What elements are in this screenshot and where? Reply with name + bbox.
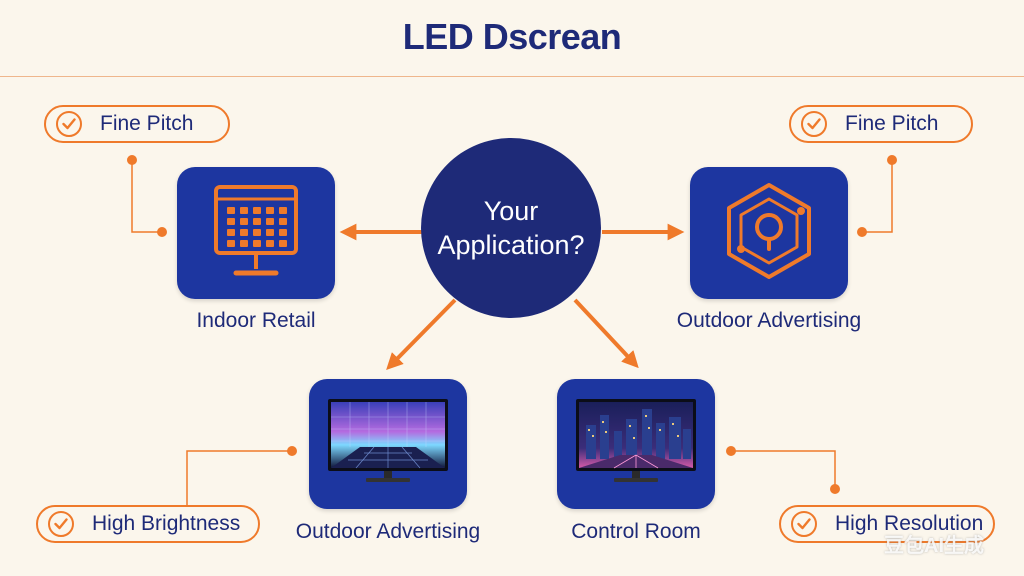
connector-fine-pitch-left <box>131 160 160 233</box>
arrow-to-control-room <box>573 298 639 369</box>
application-label: Outdoor Advertising <box>676 309 862 332</box>
feature-pill-fine-pitch-left: Fine Pitch <box>44 105 230 143</box>
tile-outdoor-advertising-bottom <box>309 379 467 509</box>
dot <box>287 446 297 456</box>
hub-line-2: Application? <box>437 230 585 260</box>
title-divider <box>0 76 1024 77</box>
hub-line-1: Your <box>483 196 539 226</box>
tile-indoor-retail <box>177 167 335 299</box>
tile-outdoor-advertising-top <box>690 167 848 299</box>
application-label: Outdoor Advertising <box>295 520 481 543</box>
application-hub: Your Application? <box>421 138 601 318</box>
feature-pill-high-resolution: High Resolution <box>779 505 995 543</box>
dot <box>830 484 840 494</box>
connector-high-brightness <box>186 450 292 506</box>
checkmark-icon <box>56 111 82 137</box>
diagram-title: LED Dscrean <box>402 16 622 57</box>
feature-label: Fine Pitch <box>100 112 194 135</box>
led-grid-monitor-icon <box>211 183 301 284</box>
connector-high-resolution <box>731 450 836 489</box>
feature-label: Fine Pitch <box>845 112 939 135</box>
checkmark-icon <box>801 111 827 137</box>
checkmark-icon <box>791 511 817 537</box>
checkmark-icon <box>48 511 74 537</box>
dot <box>726 446 736 456</box>
dot <box>157 227 167 237</box>
hexagon-location-icon <box>721 181 817 286</box>
feature-label: High Brightness <box>92 512 241 535</box>
watermark: 豆包AI生成 <box>884 535 984 557</box>
tile-control-room <box>557 379 715 509</box>
arrow-to-outdoor-advertising-bottom <box>386 298 457 370</box>
dot <box>887 155 897 165</box>
application-label: Control Room <box>571 520 701 543</box>
dot <box>127 155 137 165</box>
feature-pill-high-brightness: High Brightness <box>36 505 260 543</box>
city-night-monitor-icon <box>574 397 698 492</box>
application-label: Indoor Retail <box>196 309 316 332</box>
connector-fine-pitch-right <box>862 160 893 233</box>
dot <box>857 227 867 237</box>
feature-label: High Resolution <box>835 512 984 535</box>
led-wall-monitor-icon <box>326 397 450 492</box>
feature-pill-fine-pitch-right: Fine Pitch <box>789 105 973 143</box>
